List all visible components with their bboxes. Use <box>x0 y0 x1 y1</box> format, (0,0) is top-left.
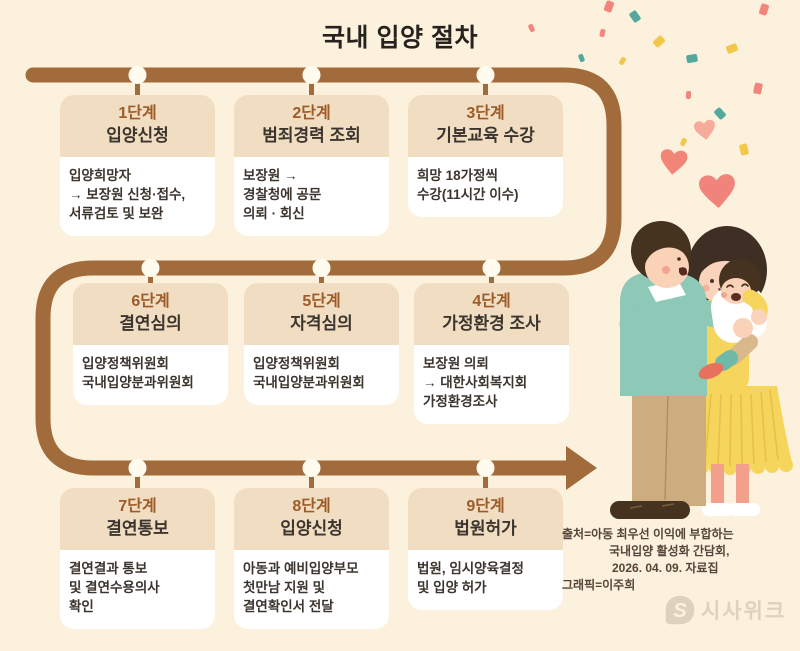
step-card-7: 7단계 결연통보 결연결과 통보 및 결연수용의사 확인 <box>60 488 215 630</box>
source-line: 국내입양 활성화 간담회, <box>609 544 730 558</box>
step-description: 입양정책위원회 국내입양분과위원회 <box>73 345 228 406</box>
step-number: 6단계 <box>131 293 170 310</box>
page-title: 국내 입양 절차 <box>322 24 478 52</box>
step-number: 3단계 <box>466 105 505 122</box>
heart-icon <box>699 174 735 209</box>
step-card-4-header: 4단계 가정환경 조사 <box>414 283 569 345</box>
step-description: 결연결과 통보 및 결연수용의사 확인 <box>60 550 215 630</box>
step-card-4: 4단계 가정환경 조사 보장원 의뢰 → 대한사회복지회 가정환경조사 <box>414 283 569 425</box>
arrow-icon <box>566 446 597 490</box>
source-line: 2026. 04. 09. 자료집 <box>612 561 719 575</box>
step-number: 7단계 <box>118 498 157 515</box>
step-title: 결연통보 <box>106 518 169 538</box>
step-number: 9단계 <box>466 498 505 515</box>
step-card-9-header: 9단계 법원허가 <box>408 488 563 550</box>
heart-icon <box>660 149 688 175</box>
step-card-5: 5단계 자격심의 입양정책위원회 국내입양분과위원회 <box>244 283 399 406</box>
step-title: 결연심의 <box>119 313 182 333</box>
step-card-3-header: 3단계 기본교육 수강 <box>408 95 563 157</box>
step-number: 1단계 <box>118 105 157 122</box>
step-card-6-header: 6단계 결연심의 <box>73 283 228 345</box>
step-card-1: 1단계 입양신청 입양희망자 → 보장원 신청·접수, 서류검토 및 보완 <box>60 95 215 237</box>
step-number: 4단계 <box>472 293 511 310</box>
brand-name: 시사위크 <box>701 600 787 623</box>
step-card-8: 8단계 입양신청 아동과 예비입양부모 첫만남 지원 및 결연확인서 전달 <box>234 488 389 630</box>
step-card-5-header: 5단계 자격심의 <box>244 283 399 345</box>
step-card-9: 9단계 법원허가 법원, 임시양육결정 및 입양 허가 <box>408 488 563 611</box>
step-description: 희망 18가정씩 수강(11시간 이수) <box>408 157 563 218</box>
step-title: 입양신청 <box>280 518 343 538</box>
step-card-3: 3단계 기본교육 수강 희망 18가정씩 수강(11시간 이수) <box>408 95 563 218</box>
father-hand <box>733 318 753 338</box>
source-credit-block: 출처=아동 최우선 이익에 부합하는 국내입양 활성화 간담회, 2026. 0… <box>562 526 794 594</box>
step-title: 가정환경 조사 <box>442 313 541 333</box>
step-title: 기본교육 수강 <box>436 125 535 145</box>
graphic-credit: 그래픽=이주희 <box>562 578 636 592</box>
step-description: 입양정책위원회 국내입양분과위원회 <box>244 345 399 406</box>
father-figure <box>610 221 752 519</box>
step-number: 5단계 <box>302 293 341 310</box>
step-card-1-header: 1단계 입양신청 <box>60 95 215 157</box>
source-line: 출처=아동 최우선 이익에 부합하는 <box>562 527 734 541</box>
sisaweek-logo-icon: S <box>665 595 695 625</box>
step-description: 보장원 → 경찰청에 공문 의뢰 · 회신 <box>234 157 389 237</box>
step-title: 법원허가 <box>454 518 517 538</box>
step-number: 8단계 <box>292 498 331 515</box>
step-card-8-header: 8단계 입양신청 <box>234 488 389 550</box>
mother-hand <box>751 309 767 325</box>
step-card-7-header: 7단계 결연통보 <box>60 488 215 550</box>
step-description: 보장원 의뢰 → 대한사회복지회 가정환경조사 <box>414 345 569 425</box>
step-card-2: 2단계 범죄경력 조회 보장원 → 경찰청에 공문 의뢰 · 회신 <box>234 95 389 237</box>
step-title: 자격심의 <box>290 313 353 333</box>
svg-text:S: S <box>673 599 687 622</box>
heart-icon <box>693 119 715 140</box>
step-description: 입양희망자 → 보장원 신청·접수, 서류검토 및 보완 <box>60 157 215 237</box>
step-card-6: 6단계 결연심의 입양정책위원회 국내입양분과위원회 <box>73 283 228 406</box>
step-description: 아동과 예비입양부모 첫만남 지원 및 결연확인서 전달 <box>234 550 389 630</box>
step-description: 법원, 임시양육결정 및 입양 허가 <box>408 550 563 611</box>
step-number: 2단계 <box>292 105 331 122</box>
step-title: 범죄경력 조회 <box>262 125 361 145</box>
step-card-2-header: 2단계 범죄경력 조회 <box>234 95 389 157</box>
brand-watermark: S 시사위크 <box>664 594 786 626</box>
step-title: 입양신청 <box>106 125 169 145</box>
family-illustration <box>610 221 793 519</box>
